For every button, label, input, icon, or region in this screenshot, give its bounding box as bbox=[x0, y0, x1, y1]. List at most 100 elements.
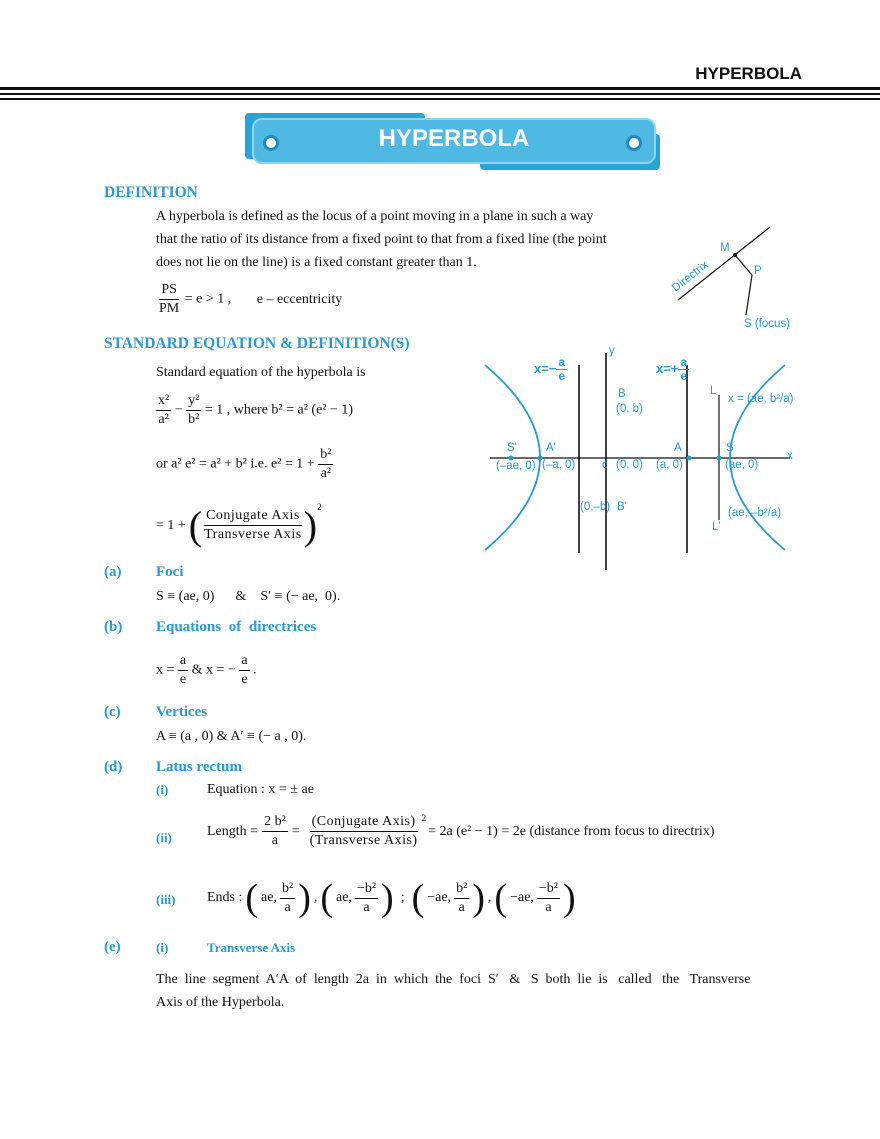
fraction-numerator: −b² bbox=[536, 880, 560, 899]
latus-equation: Equation : x = ± ae bbox=[207, 782, 314, 797]
banner-dot-icon bbox=[626, 135, 642, 151]
fraction-numerator: (Conjugate Axis) bbox=[309, 813, 418, 832]
definition-line: does not lie on the line) is a fixed con… bbox=[156, 255, 477, 270]
fraction-denominator: e bbox=[179, 672, 187, 687]
left-paren: ( bbox=[245, 877, 259, 919]
point-a-label: A bbox=[674, 442, 682, 454]
header-rule bbox=[0, 87, 880, 90]
fraction-denominator: a bbox=[458, 899, 465, 915]
point-b-coord: (0, b) bbox=[616, 403, 643, 415]
fraction-denominator: a bbox=[284, 899, 291, 915]
equation-text: x = bbox=[156, 662, 175, 678]
item-title-vertices: Vertices bbox=[156, 704, 208, 720]
item-label-c: (c) bbox=[104, 704, 121, 720]
fraction-denominator: e bbox=[680, 369, 688, 383]
fraction-numerator: a bbox=[556, 355, 568, 370]
transverse-axis-text: The line segment A′A of length 2a in whi… bbox=[156, 968, 806, 1014]
subitem-label: (iii) bbox=[156, 892, 176, 907]
y-axis-label: y bbox=[609, 345, 615, 357]
right-paren: ) bbox=[472, 877, 485, 919]
fraction-numerator: a bbox=[678, 355, 690, 370]
fraction-numerator: PS bbox=[159, 281, 179, 300]
fraction-numerator: a bbox=[239, 652, 250, 671]
point-s-coord: (ae, 0) bbox=[725, 459, 759, 471]
fraction-denominator: (Transverse Axis) bbox=[309, 833, 418, 848]
exponent: 2 bbox=[317, 502, 322, 512]
point-sprime-label: S' bbox=[507, 442, 517, 454]
item-label-d: (d) bbox=[104, 759, 123, 775]
directrix-eq: x=− bbox=[534, 360, 557, 376]
definition-line: that the ratio of its distance from a fi… bbox=[156, 232, 607, 247]
latus-end-label: x = (ae, b²/a) bbox=[728, 393, 794, 405]
coord-text: −ae, bbox=[427, 890, 452, 905]
fraction-numerator: b² bbox=[318, 446, 334, 465]
separator: , bbox=[313, 890, 318, 905]
title-banner bbox=[252, 118, 656, 164]
point-sprime-coord: (–ae, 0) bbox=[496, 460, 536, 472]
section-heading-definition: DEFINITION bbox=[104, 184, 198, 201]
formula-text: = bbox=[291, 823, 300, 839]
fraction-numerator: b² bbox=[454, 880, 470, 899]
banner-title: HYPERBOLA bbox=[378, 125, 530, 152]
fraction-denominator: b² bbox=[188, 412, 200, 427]
eccentricity-note: e – eccentricity bbox=[256, 291, 343, 307]
point-bprime-coord: (0,–b) bbox=[580, 501, 611, 513]
subitem-label: (i) bbox=[156, 940, 169, 955]
item-label-b: (b) bbox=[104, 619, 123, 635]
formula-text: = 2a (e² − 1) = 2e (distance from focus … bbox=[428, 823, 715, 839]
formula-text: = e > 1 , bbox=[184, 291, 232, 307]
exponent: 2 bbox=[421, 813, 427, 823]
point-a-coord: (a, 0) bbox=[656, 459, 683, 471]
origin-coord: (0, 0) bbox=[616, 459, 643, 471]
right-paren: ) bbox=[298, 877, 311, 919]
fraction-denominator: a² bbox=[320, 466, 332, 481]
fraction-numerator: y² bbox=[186, 392, 202, 411]
right-paren: ) bbox=[381, 877, 394, 919]
fraction-denominator: a bbox=[271, 833, 279, 848]
left-paren: ( bbox=[188, 503, 203, 548]
item-label-a: (a) bbox=[104, 564, 122, 580]
latus-end-label: (ae, –b²/a) bbox=[728, 507, 782, 519]
subitem-label: (ii) bbox=[156, 830, 172, 845]
directrix-diagram bbox=[677, 226, 771, 316]
right-paren: ) bbox=[303, 503, 318, 548]
minus-sign: − bbox=[174, 402, 183, 418]
fraction-numerator: x² bbox=[156, 392, 172, 411]
separator: ; bbox=[400, 890, 405, 905]
fraction-denominator: e bbox=[558, 369, 566, 383]
fraction-numerator: −b² bbox=[354, 880, 379, 899]
focus-label: S (focus) bbox=[744, 318, 791, 330]
item-title-directrices: Equations of directrices bbox=[156, 619, 317, 635]
point-bprime-label: B' bbox=[617, 501, 627, 513]
running-header: HYPERBOLA bbox=[695, 64, 802, 83]
point-aprime-label: A' bbox=[546, 442, 556, 454]
header-rule bbox=[0, 93, 880, 95]
definition-text: A hyperbola is defined as the locus of a… bbox=[156, 205, 616, 274]
formula-text: Length = bbox=[207, 823, 259, 839]
paragraph-line: The line segment A′A of length 2a in whi… bbox=[156, 972, 751, 987]
item-label-e: (e) bbox=[104, 939, 121, 955]
fraction-denominator: Transverse Axis bbox=[204, 527, 302, 542]
definition-line: A hyperbola is defined as the locus of a… bbox=[156, 209, 594, 224]
hyperbola-diagram bbox=[484, 353, 790, 570]
fraction-numerator: Conjugate Axis bbox=[204, 507, 302, 526]
left-paren: ( bbox=[494, 877, 508, 919]
vertices-text: A ≡ (a , 0) & A′ ≡ (− a , 0). bbox=[156, 729, 307, 744]
paragraph-line: Axis of the Hyperbola. bbox=[156, 995, 285, 1010]
item-title-transverse-axis: Transverse Axis bbox=[207, 940, 296, 955]
coord-text: ae, bbox=[261, 890, 277, 905]
item-title-latus-rectum: Latus rectum bbox=[156, 759, 242, 775]
right-paren: ) bbox=[563, 877, 576, 919]
fraction-numerator: a bbox=[177, 652, 189, 671]
point-lprime-label: L' bbox=[712, 521, 721, 533]
fraction-numerator: 2 b² bbox=[262, 813, 288, 832]
fraction-numerator: b² bbox=[279, 880, 296, 899]
